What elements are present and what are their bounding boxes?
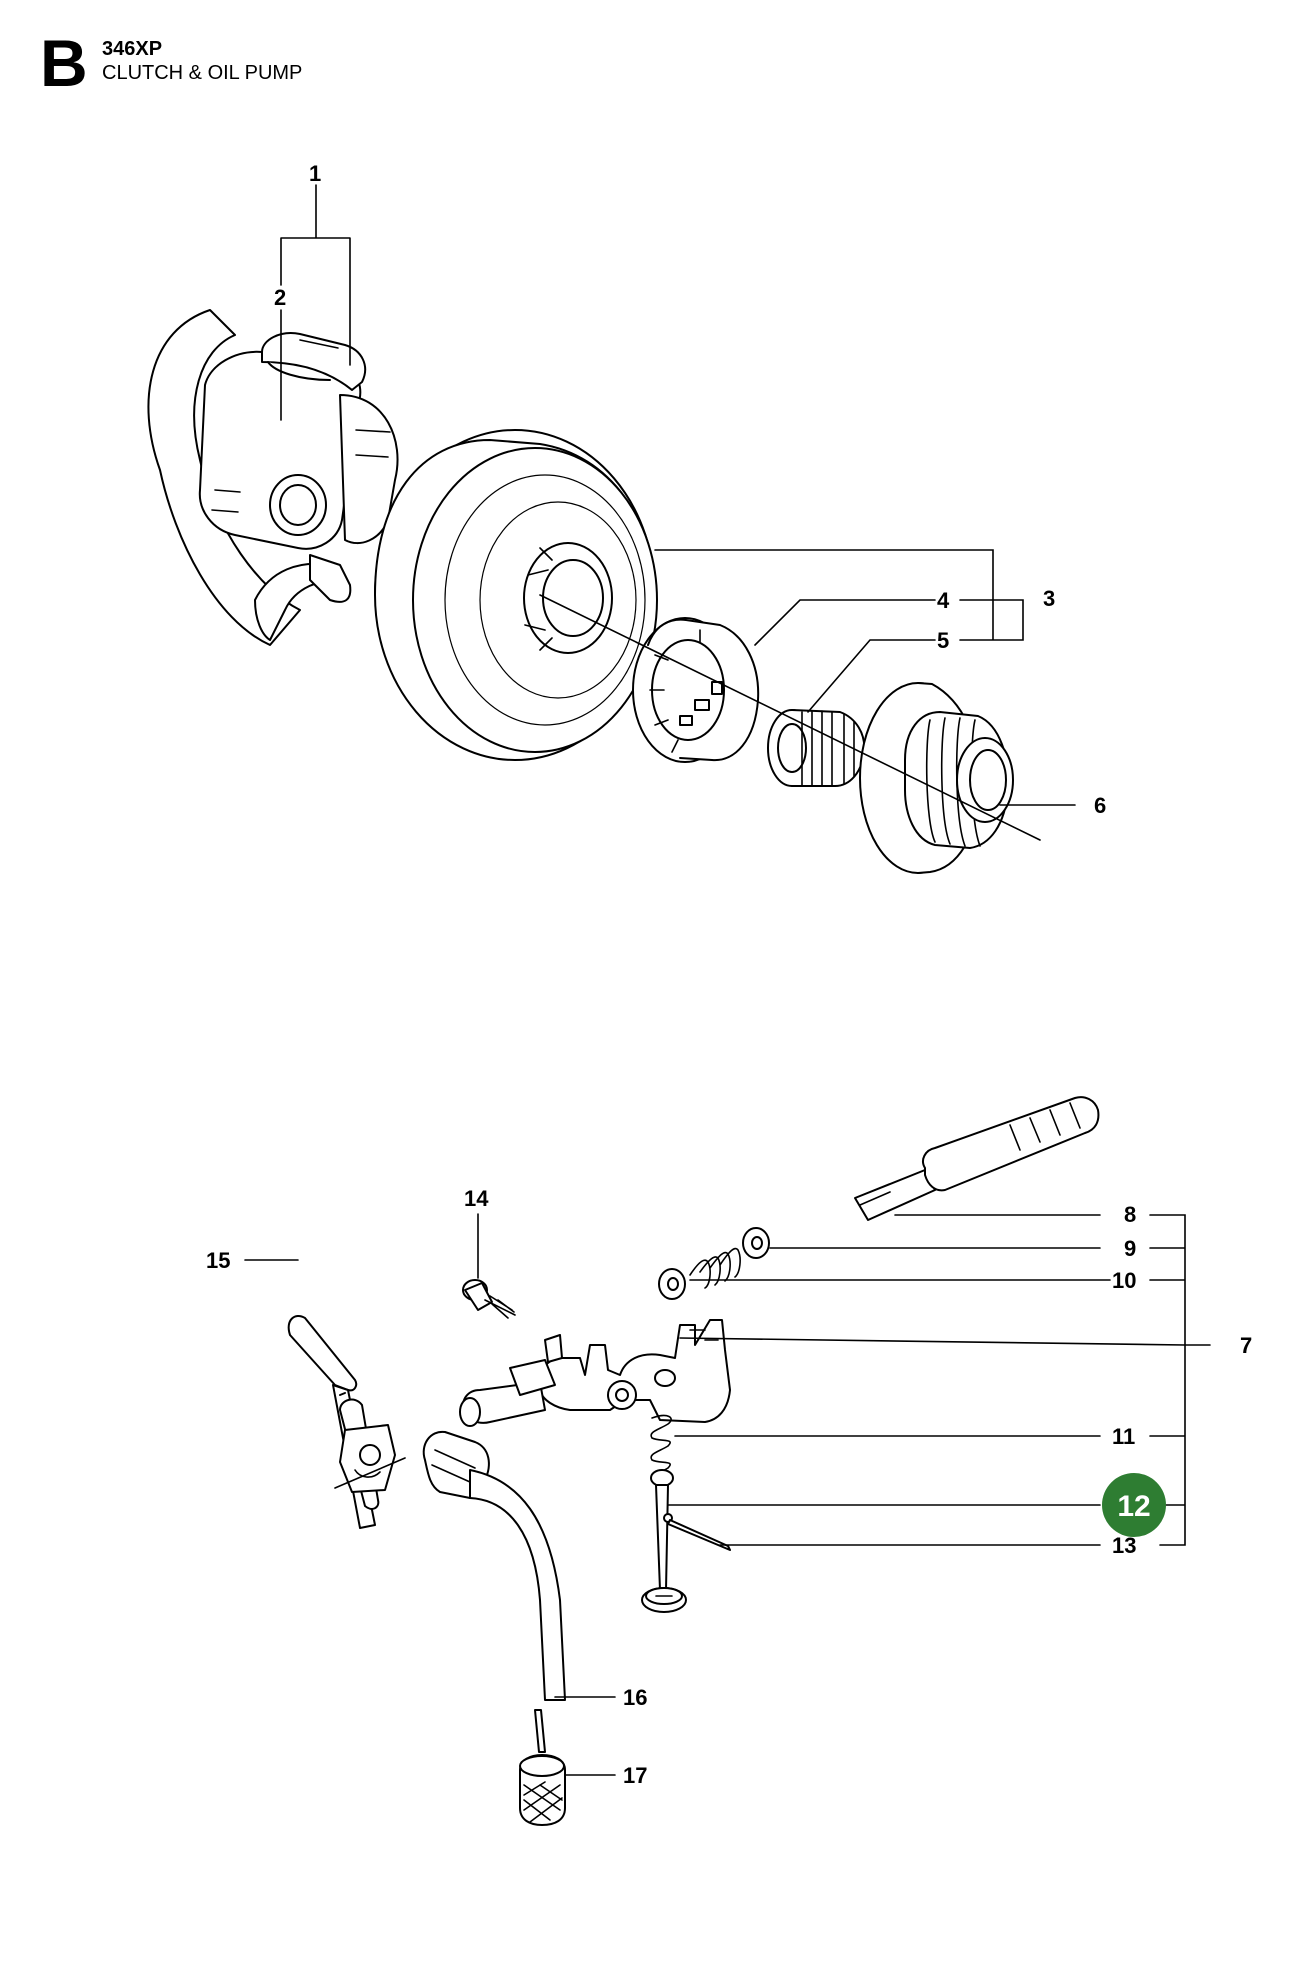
model-name: 346XP [102, 38, 163, 60]
page-title: CLUTCH & OIL PUMP [102, 62, 303, 84]
reference-line [334, 1457, 406, 1489]
callout-7[interactable]: 7 [1240, 1333, 1252, 1358]
page-header: B 346XP CLUTCH & OIL PUMP [40, 30, 460, 100]
pump-lever[interactable] [287, 1315, 396, 1529]
pump-spring[interactable] [689, 1247, 741, 1289]
callout-10[interactable]: 10 [1112, 1268, 1136, 1293]
callout-15[interactable]: 15 [206, 1248, 230, 1273]
plunger-spring[interactable] [650, 1414, 672, 1481]
callout-6[interactable]: 6 [1094, 793, 1106, 818]
pump-pin[interactable] [667, 1519, 731, 1551]
callout-11[interactable]: 11 [1112, 1424, 1135, 1449]
callout-1[interactable]: 1 [309, 161, 321, 186]
pump-screw[interactable] [462, 1279, 516, 1319]
rim-sprocket[interactable] [632, 617, 760, 763]
highlight-circle [1102, 1473, 1166, 1537]
callout-4[interactable]: 4 [937, 588, 950, 613]
oil-hose[interactable] [422, 1430, 566, 1701]
callout-16[interactable]: 16 [623, 1685, 647, 1710]
callout-3[interactable]: 3 [1043, 586, 1055, 611]
callout-8[interactable]: 8 [1124, 1202, 1136, 1227]
clutch-axis-line [539, 594, 1041, 841]
drum-washer[interactable] [859, 682, 1014, 874]
pump-washer-10[interactable] [658, 1268, 686, 1300]
callout-12-highlight[interactable]: 12 [1102, 1473, 1166, 1537]
callout-14[interactable]: 14 [464, 1186, 489, 1211]
callout-13[interactable]: 13 [1112, 1533, 1136, 1558]
pump-plunger[interactable] [641, 1469, 687, 1613]
leader-lines [244, 184, 1211, 1776]
callout-2[interactable]: 2 [274, 285, 286, 310]
pump-shaft[interactable] [854, 1096, 1100, 1221]
pump-housing[interactable] [459, 1319, 731, 1427]
clutch-drum[interactable] [374, 429, 658, 761]
callout-9[interactable]: 9 [1124, 1236, 1136, 1261]
needle-bearing[interactable] [767, 709, 866, 787]
callout-12[interactable]: 12 [1117, 1490, 1150, 1523]
pump-washer-9[interactable] [742, 1227, 770, 1259]
oil-filter[interactable] [519, 1709, 566, 1826]
callout-17[interactable]: 17 [623, 1763, 647, 1788]
section-letter: B [40, 26, 88, 100]
clutch-shoe-assembly[interactable] [147, 309, 399, 646]
callout-5[interactable]: 5 [937, 628, 949, 653]
